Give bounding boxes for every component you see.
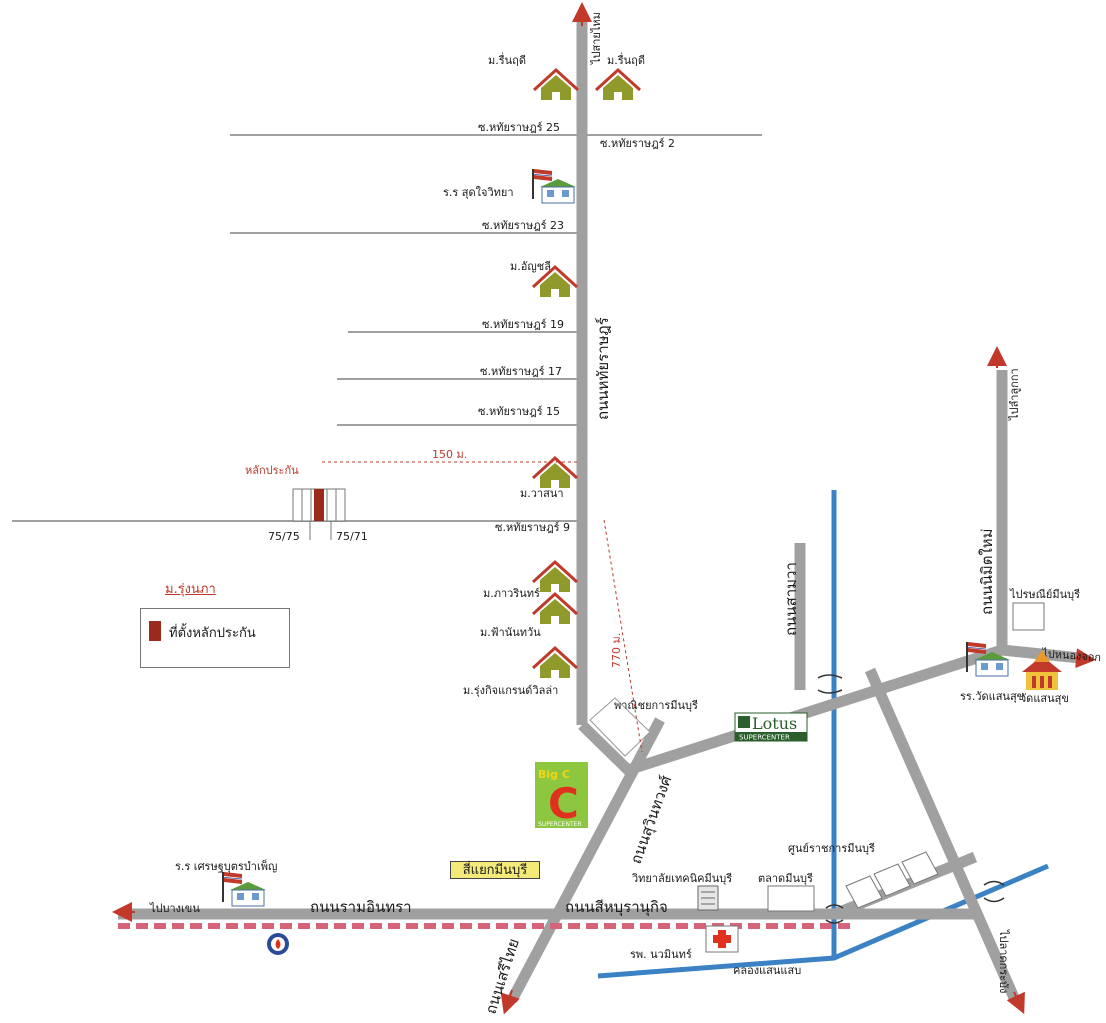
svg-text:ซ.หทัยราษฎร์ 25: ซ.หทัยราษฎร์ 25 <box>478 121 560 134</box>
tech-college-building <box>697 885 719 911</box>
distance-measures <box>322 461 643 753</box>
direction-arrows <box>112 2 1096 1015</box>
lot-number-right: 75/71 <box>336 530 368 543</box>
road-label-samwa: ถนนสามวา <box>782 562 800 636</box>
svg-text:ซ.หทัยราษฎร์ 15: ซ.หทัยราษฎร์ 15 <box>478 405 560 418</box>
bigc-logo: Big C C SUPERCENTER <box>535 762 588 828</box>
legend-title: ม.รุ่งนภา <box>165 582 216 597</box>
svg-text:ซ.หทัยราษฎร์ 2: ซ.หทัยราษฎร์ 2 <box>600 137 675 150</box>
svg-text:SUPERCENTER: SUPERCENTER <box>739 734 790 742</box>
village-house-icon <box>532 68 580 102</box>
school-icon <box>531 168 577 204</box>
collateral-site <box>292 488 346 540</box>
road-label-ramindra: ถนนรามอินทรา <box>310 898 412 916</box>
canal-label: คลองแสนแสบ <box>733 964 801 977</box>
village-house-icon <box>531 646 579 680</box>
lotus-logo: Lotus SUPERCENTER <box>734 712 808 742</box>
road-label-suwinthawong: ถนนสุวินทวงศ์ <box>627 773 677 867</box>
school-setthabut: ร.ร เศรษฐบุตรบำเพ็ญ <box>175 859 277 873</box>
svg-text:C: C <box>548 779 579 828</box>
lot-number-left: 75/75 <box>268 530 300 543</box>
bridges <box>817 674 1005 924</box>
direction-label-bangkhen: ไปบางเขน <box>149 902 200 915</box>
post-office-building <box>1012 602 1045 631</box>
tech-college-label: วิทยาลัยเทคนิคมีนบุรี <box>631 872 732 885</box>
direction-label-saimai: ไปสายไหม <box>590 12 603 65</box>
village-house-icon <box>594 68 642 102</box>
svg-text:Big C: Big C <box>538 768 570 781</box>
direction-label-lamlukka: ไปลำลูกกา <box>1008 368 1021 421</box>
school-icon <box>221 871 267 907</box>
school-wat-saensuk: รร.วัดแสนสุข <box>960 690 1024 703</box>
commerce-college-building <box>589 697 651 757</box>
hospital-label: รพ. นวมินทร์ <box>630 948 692 961</box>
svg-text:SUPERCENTER: SUPERCENTER <box>538 821 582 828</box>
legend-swatch <box>149 621 161 641</box>
market-building <box>767 885 815 912</box>
hospital-icon <box>705 925 739 953</box>
village-fanunthawan: ม.ฟ้านันทวัน <box>480 626 541 639</box>
gov-center-label: ศูนย์ราชการมีนบุรี <box>788 842 875 855</box>
svg-text:ซ.หทัยราษฎร์ 17: ซ.หทัยราษฎร์ 17 <box>480 365 562 378</box>
legend-item-label: ที่ตั้งหลักประกัน <box>169 626 256 641</box>
direction-label-latkrabang: ไปลาดกระบัง <box>997 929 1010 993</box>
school-sudjai: ร.ร สุดใจวิทยา <box>443 186 514 199</box>
distance-770: 770 ม. <box>610 633 623 668</box>
post-office-label: ไปรษณีย์มีนบุรี <box>1009 588 1080 601</box>
soi-labels: ซ.หทัยราษฎร์ 25 ซ.หทัยราษฎร์ 2 ซ.หทัยราษ… <box>478 121 675 534</box>
gas-station-icon <box>267 933 289 955</box>
village-rinrudee-1: ม.รื่นฤดี <box>488 52 526 67</box>
village-rinrudee-2: ม.รื่นฤดี <box>607 52 645 67</box>
intersection-callout: สี่แยกมีนบุรี <box>450 861 540 879</box>
gov-center-buildings <box>845 851 939 909</box>
direction-label-nongchok: ไปหนองจอก <box>1041 647 1102 664</box>
market-label: ตลาดมีนบุรี <box>758 872 813 885</box>
road-label-sihaburanukit: ถนนสีหบุรานุกิจ <box>565 898 668 917</box>
road-label-serithai: ถนนเสรีไทย <box>482 936 523 1016</box>
commerce-college-label: พาณิชยการมีนบุรี <box>614 699 698 712</box>
svg-text:ซ.หทัยราษฎร์ 9: ซ.หทัยราษฎร์ 9 <box>495 521 570 534</box>
road-label-nimit: ถนนนิมิตใหม่ <box>978 528 996 615</box>
soi-lines <box>12 134 762 522</box>
svg-text:ซ.หทัยราษฎร์ 23: ซ.หทัยราษฎร์ 23 <box>482 219 564 232</box>
distance-150: 150 ม. <box>432 448 467 461</box>
village-pawarin: ม.ภาวรินทร์ <box>483 587 540 600</box>
village-wasana: ม.วาสนา <box>520 487 564 500</box>
legend-box: ที่ตั้งหลักประกัน <box>140 608 290 668</box>
temple-icon <box>1022 650 1062 690</box>
svg-text:Lotus: Lotus <box>752 714 797 733</box>
roads <box>118 14 1081 1003</box>
canals <box>597 490 1049 979</box>
village-rungkit: ม.รุ่งกิจแกรนด์วิลล่า <box>463 684 558 697</box>
village-anchalee: ม.อัญชลี <box>510 260 551 273</box>
road-label-hathai: ถนนหทัยราษฎร์ <box>594 317 612 420</box>
svg-text:ซ.หทัยราษฎร์ 19: ซ.หทัยราษฎร์ 19 <box>482 318 564 331</box>
collateral-label: หลักประกัน <box>245 464 299 477</box>
temple-saensuk: วัดแสนสุข <box>1020 692 1069 705</box>
